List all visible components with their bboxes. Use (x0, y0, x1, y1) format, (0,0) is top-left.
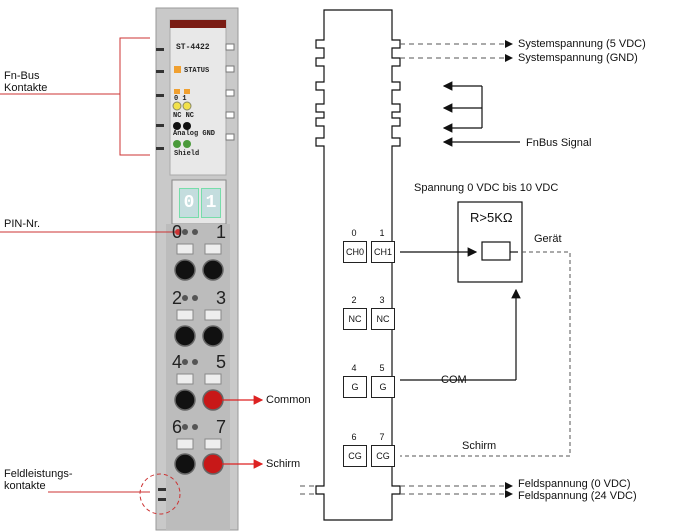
channel-number: 7 (379, 432, 385, 442)
system-gnd-label: Systemspannung (GND) (518, 52, 638, 64)
spannung-label: Spannung 0 VDC bis 10 VDC (414, 182, 559, 194)
feld-24v-label: Feldspannung (24 VDC) (518, 490, 637, 502)
feldleistung-label: Feldleistungs- kontakte (4, 468, 73, 492)
channel-number: 1 (379, 228, 385, 238)
schematic-module-outline (315, 9, 401, 521)
channel-box-nc: NC (343, 308, 367, 330)
pin-number: 5 (216, 352, 227, 372)
led-number-label: 0 1 (174, 95, 187, 103)
pin-number: 1 (216, 222, 227, 242)
pin-nr-label: PIN-Nr. (4, 218, 41, 230)
common-label: Common (266, 394, 311, 406)
channel-number: 0 (351, 228, 357, 238)
pin-number: 6 (172, 417, 183, 437)
display-digit-1: 1 (201, 188, 221, 218)
pin-number: 2 (172, 288, 183, 308)
resistor-label: R>5KΩ (470, 210, 513, 225)
channel-number: 4 (351, 363, 357, 373)
schirm-left-label: Schirm (266, 458, 301, 470)
display-digit-0: 0 (179, 188, 199, 218)
channel-number: 5 (379, 363, 385, 373)
geraet-label: Gerät (534, 233, 562, 245)
fn-bus-label: Fn-Bus Kontakte (4, 70, 48, 94)
channel-box-ch0: CH0 (343, 241, 367, 263)
channel-number: 2 (351, 295, 357, 305)
status-label: STATUS (184, 67, 210, 75)
channel-box-g: G (371, 376, 395, 398)
channel-box-g: G (343, 376, 367, 398)
pin-number: 7 (216, 417, 227, 437)
module-model-label: ST-4422 (176, 43, 210, 52)
feld-0v-label: Feldspannung (0 VDC) (518, 478, 631, 490)
channel-box-ch1: CH1 (371, 241, 395, 263)
channel-box-nc: NC (371, 308, 395, 330)
pin-number: 4 (172, 352, 183, 372)
pin-number: 3 (216, 288, 227, 308)
led-nc-label: NC NC (173, 112, 195, 120)
schirm-label: Schirm (462, 440, 497, 452)
channel-box-cg: CG (371, 445, 395, 467)
channel-box-cg: CG (343, 445, 367, 467)
shield-label: Shield (174, 150, 200, 158)
io-module (155, 7, 239, 531)
device-box (457, 201, 523, 283)
com-label: COM (441, 374, 467, 386)
fnbus-signal-label: FnBus Signal (526, 137, 592, 149)
pin-number: 0 (172, 222, 183, 242)
channel-number: 6 (351, 432, 357, 442)
annotation-lines (0, 37, 181, 515)
system-5v-label: Systemspannung (5 VDC) (518, 38, 646, 50)
channel-number: 3 (379, 295, 385, 305)
analog-gnd-label: Analog GND (173, 130, 216, 138)
